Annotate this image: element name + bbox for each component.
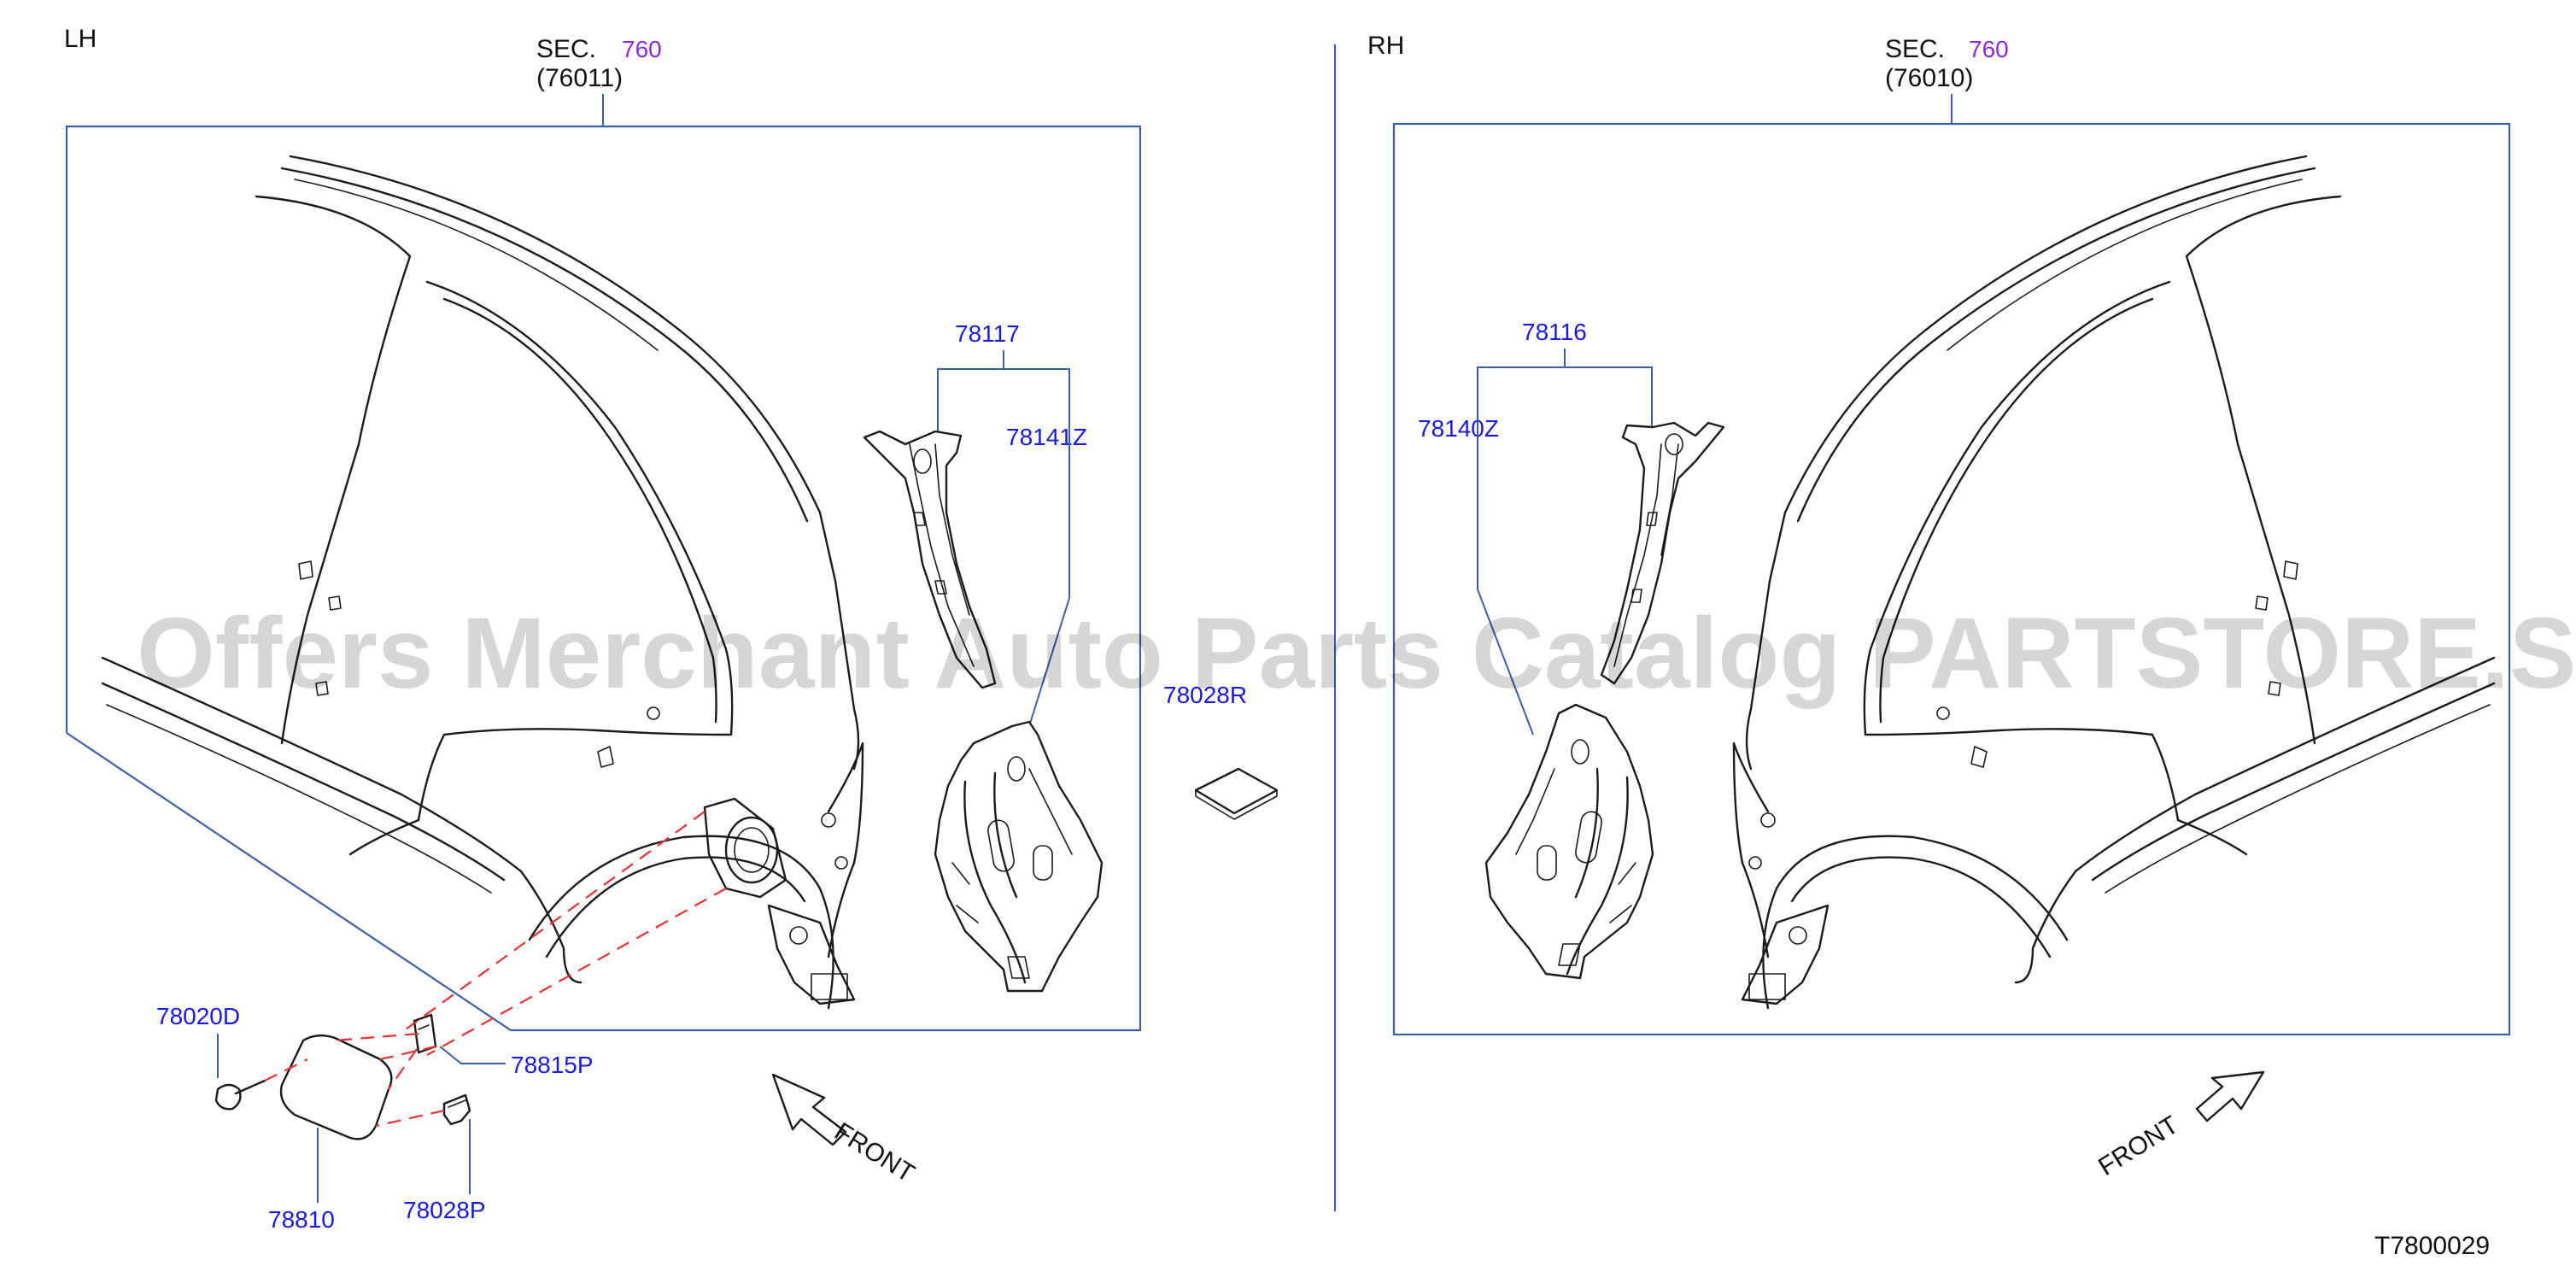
lh-section-frame bbox=[65, 125, 1142, 1032]
rh-front-arrow-icon bbox=[2195, 1070, 2265, 1123]
part-78028r-pad bbox=[1194, 767, 1279, 815]
part-78141z[interactable]: 78141Z bbox=[1006, 424, 1087, 450]
lh-side-label: LH bbox=[64, 25, 97, 53]
rh-sec-prefix: SEC. bbox=[1885, 35, 1945, 63]
part-78116[interactable]: 78116 bbox=[1522, 319, 1587, 345]
part-78116-bracket bbox=[1477, 366, 1653, 386]
part-78028p[interactable]: 78028P bbox=[403, 1197, 486, 1223]
part-78815p-leader bbox=[439, 1046, 506, 1064]
part-78140z-leader bbox=[1477, 386, 1534, 736]
rh-section-frame bbox=[1392, 122, 2511, 1036]
rh-sec-link[interactable]: 760 bbox=[1969, 36, 2009, 62]
part-78117-bracket bbox=[937, 368, 1070, 389]
rh-upper-pillar-reinforcement bbox=[1600, 421, 1725, 685]
fuel-lid-mating-lines bbox=[264, 811, 727, 1128]
rh-sec-sub: (76010) bbox=[1885, 64, 1973, 92]
diagram-code: T7800029 bbox=[2374, 1232, 2490, 1260]
lh-upper-pillar-reinforcement bbox=[863, 430, 997, 689]
part-78117[interactable]: 78117 bbox=[955, 320, 1020, 347]
watermark: Offers Merchant Auto Parts Catalog PARTS… bbox=[137, 597, 2576, 710]
lh-front-arrow-icon bbox=[771, 1073, 847, 1146]
fuel-lid-panel bbox=[279, 1034, 393, 1140]
part-78810[interactable]: 78810 bbox=[268, 1206, 335, 1233]
lh-sec-link[interactable]: 760 bbox=[622, 36, 662, 62]
lh-body-side-panel bbox=[101, 155, 864, 1010]
rh-side-label: RH bbox=[1367, 32, 1404, 60]
lh-fuel-lid-assembly bbox=[214, 1013, 471, 1140]
rh-body-side-panel bbox=[1732, 155, 2496, 1010]
lh-sec-prefix: SEC. bbox=[536, 35, 596, 63]
part-78140z[interactable]: 78140Z bbox=[1418, 415, 1499, 442]
part-78141z-leader bbox=[1028, 389, 1070, 727]
fuel-lid-screw bbox=[214, 1083, 242, 1111]
part-78815p[interactable]: 78815P bbox=[511, 1052, 594, 1078]
lh-front-label: FRONT bbox=[829, 1117, 919, 1188]
part-78028r[interactable]: 78028R bbox=[1163, 682, 1247, 708]
rh-front-label: FRONT bbox=[2093, 1111, 2183, 1181]
part-78020d[interactable]: 78020D bbox=[156, 1003, 240, 1029]
lh-lower-wheelhouse-panel bbox=[934, 720, 1104, 993]
lh-sec-sub: (76011) bbox=[536, 64, 623, 92]
lh-fuel-filler-pocket bbox=[703, 797, 787, 899]
fuel-lid-bumper bbox=[442, 1093, 471, 1126]
rh-lower-wheelhouse-panel bbox=[1484, 703, 1654, 980]
